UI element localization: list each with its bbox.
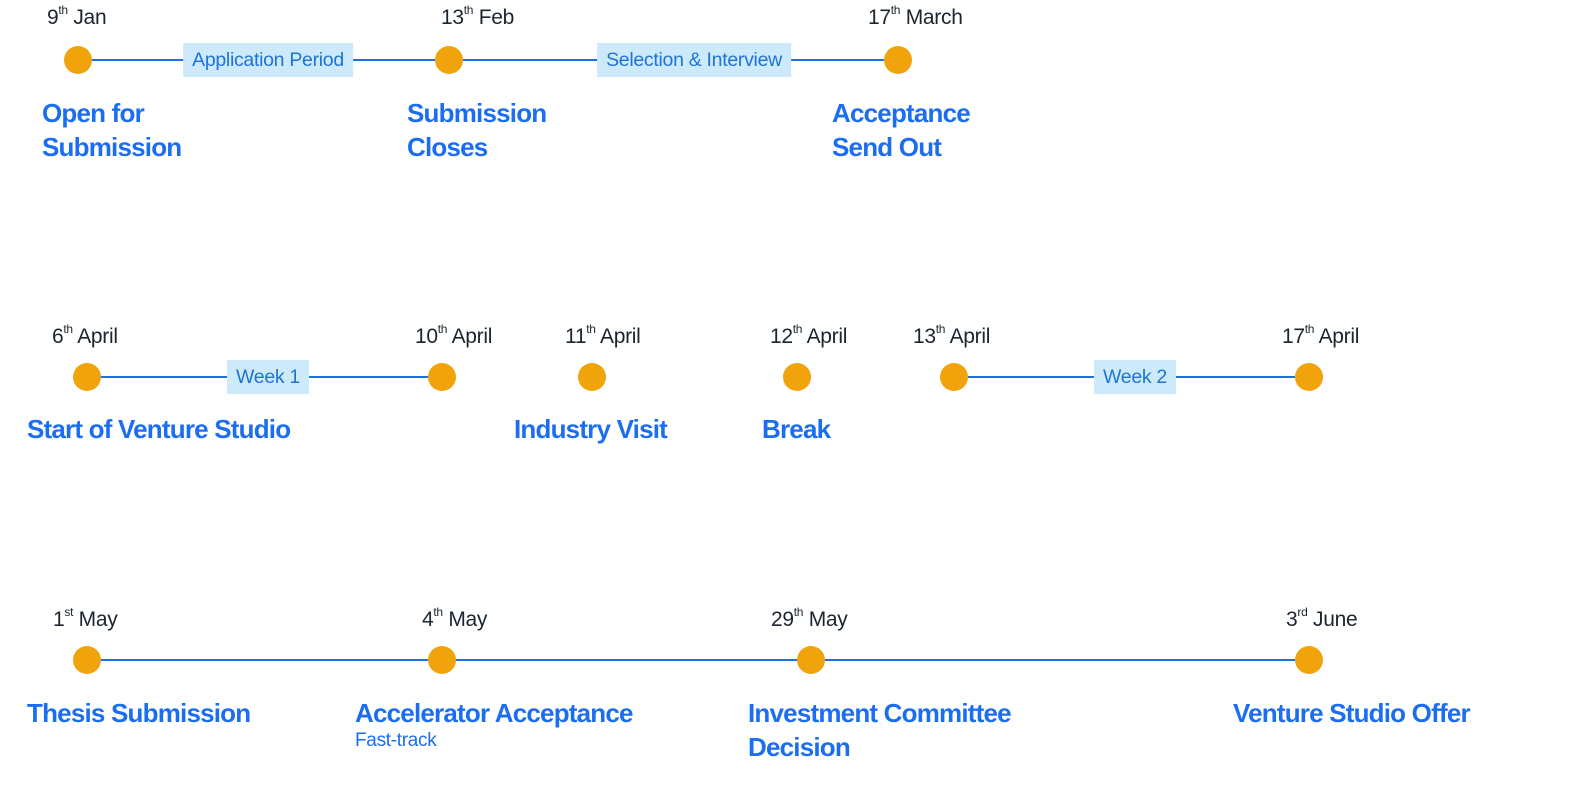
date-day: 17 <box>1282 325 1305 348</box>
milestone-date: 10th April <box>415 322 493 349</box>
milestone-title-line: Open for <box>42 98 145 128</box>
milestone-title-line: Thesis Submission <box>27 698 251 728</box>
milestone-title: Accelerator Acceptance <box>355 696 634 730</box>
milestone-date: 11th April <box>565 322 641 349</box>
milestone-dot <box>428 646 456 674</box>
date-day: 12 <box>770 325 793 348</box>
milestone-date: 1st May <box>53 605 118 632</box>
date-month: June <box>1313 608 1358 631</box>
date-ordinal: th <box>437 322 448 336</box>
date-month: April <box>1318 325 1360 348</box>
milestone-title-line: Closes <box>407 132 488 162</box>
milestone-dot <box>73 646 101 674</box>
milestone-title: Industry Visit <box>514 412 668 446</box>
milestone-title-line: Industry Visit <box>514 414 668 444</box>
period-label: Selection & Interview <box>597 43 791 77</box>
milestone-dot <box>1295 646 1323 674</box>
date-ordinal: th <box>63 322 73 336</box>
date-day: 11 <box>565 325 587 348</box>
milestone-title: Venture Studio Offer <box>1233 696 1471 730</box>
timeline-line <box>92 59 884 61</box>
date-month: April <box>451 325 493 348</box>
milestone-date: 17th April <box>1282 322 1360 349</box>
milestone-dot <box>884 46 912 74</box>
milestone-title-line: Submission <box>42 132 182 162</box>
date-month: March <box>905 6 963 29</box>
milestone-dot <box>783 363 811 391</box>
date-day: 13 <box>913 325 936 348</box>
date-ordinal: rd <box>1297 605 1308 619</box>
period-label: Week 1 <box>227 360 309 394</box>
milestone-title: Break <box>762 412 831 446</box>
milestone-dot <box>578 363 606 391</box>
milestone-subtitle: Fast-track <box>355 730 437 751</box>
date-ordinal: th <box>792 322 803 336</box>
date-day: 4 <box>422 608 434 631</box>
date-day: 6 <box>52 325 64 348</box>
date-month: May <box>78 608 118 631</box>
milestone-date: 13th Feb <box>441 3 515 30</box>
milestone-date: 29th May <box>771 605 848 632</box>
milestone-title-line: Acceptance <box>832 98 971 128</box>
period-label: Week 2 <box>1094 360 1176 394</box>
milestone-title-line: Submission <box>407 98 547 128</box>
date-ordinal: st <box>64 605 74 619</box>
milestone-title-line: Decision <box>748 732 851 762</box>
period-label: Application Period <box>183 43 353 77</box>
milestone-title-line: Investment Committee <box>748 698 1012 728</box>
date-day: 29 <box>771 608 794 631</box>
date-month: May <box>808 608 848 631</box>
date-ordinal: th <box>1304 322 1315 336</box>
date-ordinal: th <box>58 3 68 17</box>
milestone-dot <box>435 46 463 74</box>
milestone-dot <box>1295 363 1323 391</box>
date-ordinal: th <box>586 322 596 336</box>
date-ordinal: th <box>935 322 946 336</box>
milestone-date: 4th May <box>422 605 488 632</box>
date-month: Feb <box>478 6 515 29</box>
date-month: Jan <box>73 6 107 29</box>
date-ordinal: th <box>433 605 443 619</box>
milestone-title: Thesis Submission <box>27 696 251 730</box>
milestone-dot <box>940 363 968 391</box>
date-ordinal: th <box>463 3 474 17</box>
date-month: April <box>949 325 991 348</box>
milestone-date: 9th Jan <box>47 3 107 30</box>
date-day: 17 <box>868 6 891 29</box>
milestone-date: 17th March <box>868 3 963 30</box>
date-day: 1 <box>53 608 65 631</box>
date-day: 10 <box>415 325 438 348</box>
timeline-line <box>101 659 1295 661</box>
milestone-title-line: Break <box>762 414 831 444</box>
date-day: 13 <box>441 6 464 29</box>
milestone-date: 12th April <box>770 322 848 349</box>
date-month: April <box>600 325 641 348</box>
milestone-title-line: Start of Venture Studio <box>27 414 291 444</box>
date-month: May <box>448 608 488 631</box>
milestone-title-line: Venture Studio Offer <box>1233 698 1471 728</box>
milestone-title-line: Send Out <box>832 132 942 162</box>
date-day: 3 <box>1286 608 1298 631</box>
milestone-dot <box>428 363 456 391</box>
milestone-dot <box>64 46 92 74</box>
milestone-dot <box>73 363 101 391</box>
date-ordinal: th <box>793 605 804 619</box>
milestone-date: 3rd June <box>1286 605 1358 632</box>
milestone-dot <box>797 646 825 674</box>
date-day: 9 <box>47 6 59 29</box>
milestone-date: 13th April <box>913 322 991 349</box>
milestone-date: 6th April <box>52 322 118 349</box>
date-ordinal: th <box>890 3 901 17</box>
date-month: April <box>77 325 118 348</box>
milestone-title-line: Accelerator Acceptance <box>355 698 634 728</box>
milestone-title: Start of Venture Studio <box>27 412 291 446</box>
date-month: April <box>806 325 848 348</box>
